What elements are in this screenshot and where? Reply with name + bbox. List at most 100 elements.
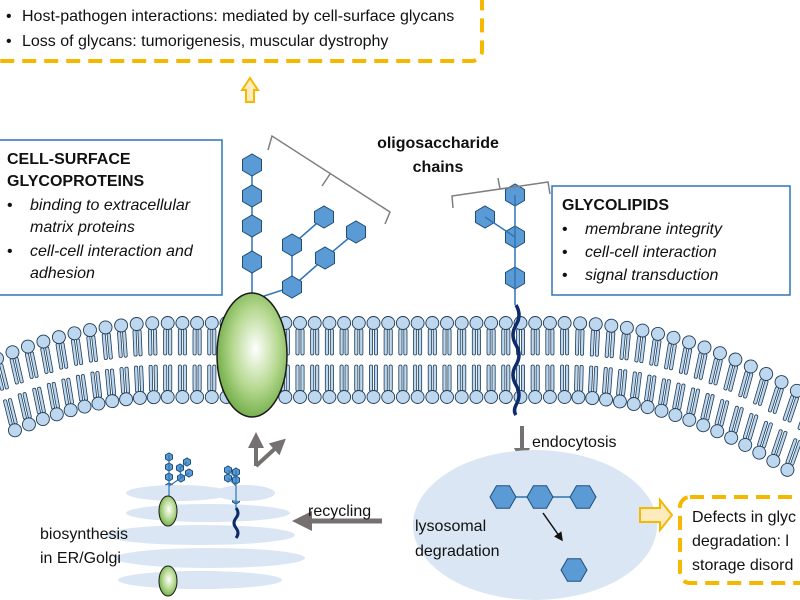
lipid bbox=[395, 316, 410, 404]
glycoproteins-box: CELL-SURFACE GLYCOPROTEINS • binding to … bbox=[0, 139, 223, 296]
lipid bbox=[498, 316, 513, 404]
lipid bbox=[36, 334, 64, 422]
lipid bbox=[654, 330, 681, 418]
svg-text:•: • bbox=[6, 33, 12, 50]
lipid-head bbox=[395, 316, 410, 330]
lipid-head bbox=[484, 390, 499, 404]
lipid-head bbox=[498, 316, 513, 330]
svg-text:•: • bbox=[562, 244, 568, 261]
lipid-head bbox=[710, 424, 725, 439]
glycolipid-tail bbox=[511, 304, 521, 417]
lipid-head bbox=[654, 403, 669, 418]
lipid-head bbox=[640, 400, 655, 415]
lipid bbox=[98, 320, 120, 409]
lipid-head bbox=[21, 417, 36, 432]
lipid-head bbox=[105, 394, 120, 409]
lipid-head bbox=[440, 316, 454, 330]
sugar-hexagon-icon bbox=[242, 184, 262, 208]
lipid bbox=[752, 375, 789, 460]
lipid-head bbox=[175, 390, 190, 404]
lipid-head bbox=[204, 390, 219, 404]
sugar-hexagon-icon bbox=[242, 250, 262, 274]
lipid-head bbox=[542, 316, 557, 330]
defects-text: Defects in glyc bbox=[692, 509, 796, 526]
lipid-head bbox=[175, 316, 190, 330]
lipid bbox=[454, 316, 469, 404]
lipid-head bbox=[129, 317, 144, 331]
lipid-head bbox=[278, 390, 293, 404]
lipid-head bbox=[91, 396, 106, 411]
lipid-head bbox=[36, 334, 51, 349]
lipid-head bbox=[395, 390, 410, 404]
oligosaccharide-label: chains bbox=[413, 159, 464, 176]
lipid-head bbox=[381, 316, 396, 330]
lipid-head bbox=[585, 391, 600, 406]
lipid-head bbox=[20, 339, 35, 354]
lipid-head bbox=[366, 390, 381, 404]
sugar-hexagon-icon bbox=[489, 485, 517, 509]
lipid-head bbox=[425, 390, 440, 404]
lipid bbox=[114, 318, 134, 407]
lipid-head bbox=[635, 323, 650, 338]
lipid bbox=[513, 316, 528, 404]
lipid-head bbox=[743, 359, 758, 374]
lipid-head bbox=[697, 340, 712, 355]
lipid-head bbox=[619, 320, 634, 335]
glycoproteins-title: GLYCOPROTEINS bbox=[7, 173, 145, 190]
lipid-head bbox=[696, 418, 711, 433]
defects-text: degradation: l bbox=[692, 533, 789, 550]
lipid bbox=[682, 340, 712, 427]
lipid-head bbox=[774, 375, 789, 390]
lipid bbox=[710, 352, 743, 439]
lipid-head bbox=[469, 390, 484, 404]
lipid-head bbox=[440, 390, 454, 404]
lipid-head bbox=[98, 320, 113, 335]
lipid bbox=[129, 317, 147, 405]
lipid-head bbox=[766, 454, 781, 468]
lipid bbox=[410, 316, 425, 404]
lipid bbox=[20, 339, 50, 427]
lipid-head bbox=[51, 330, 66, 345]
lipid bbox=[5, 345, 36, 432]
lipid-head bbox=[114, 318, 129, 333]
defects-text: storage disord bbox=[692, 557, 793, 574]
lipid-head bbox=[626, 397, 641, 411]
lipid bbox=[571, 316, 588, 405]
lipid-head bbox=[557, 390, 572, 404]
svg-text:•: • bbox=[562, 267, 568, 284]
glycoprotein-glycans bbox=[251, 165, 357, 301]
sugar-hexagon-icon bbox=[242, 153, 262, 177]
er-golgi-stack bbox=[105, 485, 305, 589]
lipid bbox=[351, 316, 366, 404]
sugar-hexagon-icon bbox=[526, 485, 554, 509]
lipid-head bbox=[77, 399, 92, 414]
glycolipid-glycan bbox=[484, 195, 516, 305]
golgi-protein bbox=[158, 565, 178, 597]
lipid-head bbox=[469, 316, 484, 330]
lipid bbox=[51, 330, 78, 418]
glycoprotein-function: matrix proteins bbox=[30, 219, 135, 236]
lipid-head bbox=[738, 437, 753, 452]
lipid bbox=[766, 383, 800, 468]
top-box-item: Loss of glycans: tumorigenesis, muscular… bbox=[22, 33, 388, 50]
lipid-head bbox=[381, 390, 396, 404]
lipid-head bbox=[190, 316, 205, 330]
lipid bbox=[175, 316, 190, 404]
sugar-hexagon-icon bbox=[314, 205, 334, 229]
lipid-head bbox=[571, 390, 586, 405]
lipid bbox=[381, 316, 396, 404]
oligosaccharide-bracket bbox=[267, 134, 391, 225]
lipid-head bbox=[666, 330, 681, 345]
lipid-head bbox=[573, 316, 588, 331]
lipid-head bbox=[604, 318, 619, 333]
lipid-head bbox=[682, 412, 697, 427]
lipid bbox=[696, 346, 727, 433]
lipid-head bbox=[307, 390, 322, 404]
sugar-hexagon-icon bbox=[560, 558, 588, 582]
lipid-head bbox=[366, 316, 381, 330]
lipid bbox=[738, 367, 774, 452]
lipid-head bbox=[528, 316, 543, 330]
lysosomal-label: degradation bbox=[415, 543, 500, 560]
glycoprotein-function: binding to extracellular bbox=[30, 197, 191, 214]
lipid-head bbox=[146, 390, 161, 405]
